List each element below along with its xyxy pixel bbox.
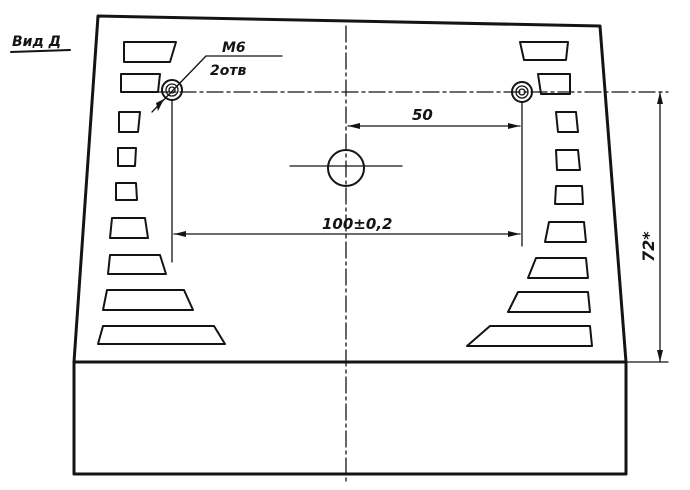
slot-right	[537, 73, 571, 95]
spacing-dimension-label: 100±0,2	[322, 215, 392, 233]
slot-left	[118, 111, 141, 133]
dimension-height	[657, 91, 663, 363]
slot-right	[555, 111, 579, 133]
slot-right	[555, 149, 581, 171]
thread-size-label: М6	[222, 40, 246, 56]
slot-left	[123, 41, 177, 63]
base-block	[72, 360, 628, 476]
slot-left	[107, 254, 167, 275]
height-dimension-label: 72*	[639, 231, 658, 262]
thread-callout-leader	[151, 55, 283, 113]
slot-right	[507, 291, 591, 313]
view-title: Вид Д	[12, 34, 61, 50]
part-outline	[72, 14, 628, 364]
slot-left	[97, 325, 226, 345]
view-title-underline	[10, 49, 71, 53]
slot-right	[466, 325, 593, 347]
dimension-offset	[347, 123, 521, 129]
threaded-hole-left	[161, 79, 183, 101]
left-slot-array	[97, 41, 226, 345]
slot-left	[120, 73, 161, 93]
slot-left	[109, 217, 149, 239]
slot-right	[527, 257, 589, 279]
offset-dimension-label: 50	[412, 106, 433, 124]
slot-right	[544, 221, 587, 243]
hole-count-label: 2отв	[210, 63, 246, 79]
slot-right	[519, 41, 569, 61]
dimension-spacing	[173, 231, 521, 237]
right-slot-array	[466, 41, 593, 347]
slot-left	[117, 147, 137, 167]
center-hole	[327, 149, 365, 187]
slot-left	[102, 289, 194, 311]
slot-left	[115, 182, 138, 201]
slot-right	[554, 185, 584, 205]
